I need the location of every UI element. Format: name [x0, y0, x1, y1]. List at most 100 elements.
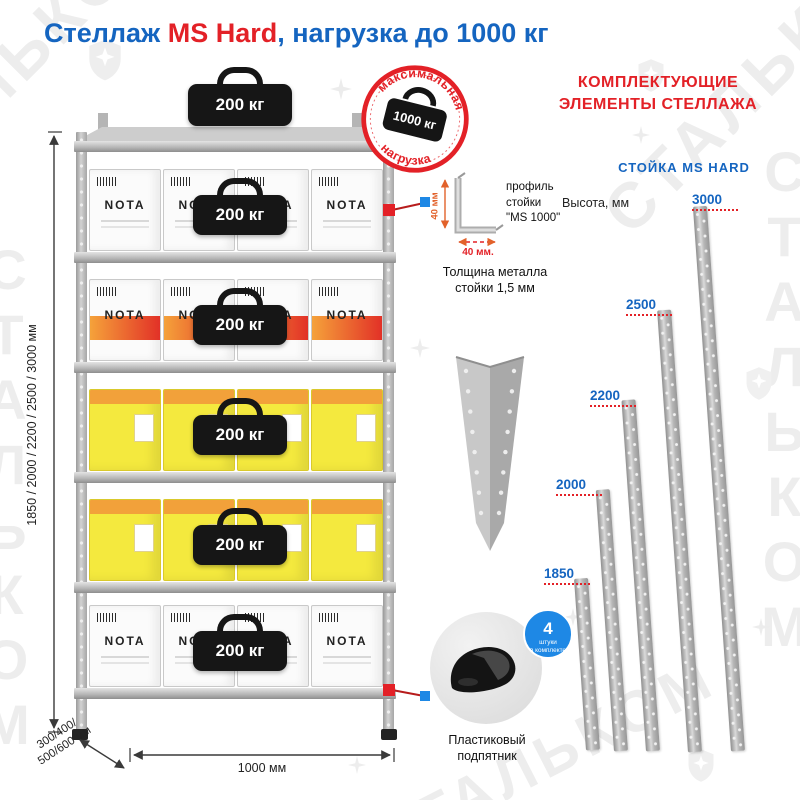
- components-header: КОМПЛЕКТУЮЩИЕ ЭЛЕМЕНТЫ СТЕЛЛАЖА: [558, 74, 758, 114]
- max-load-weight-icon: 1000 кг: [382, 87, 447, 142]
- sparkle-icon: [752, 618, 770, 636]
- post-height-label: 3000: [692, 192, 738, 211]
- thickness-note: Толщина металла стойки 1,5 мм: [442, 265, 548, 296]
- kit-count-caption-2: в комплекте: [530, 647, 566, 654]
- shelf-load-value: 200 кг: [215, 315, 265, 334]
- sparkle-icon: [564, 608, 582, 626]
- barcode-icon: [319, 177, 339, 186]
- shelf-load-badge: 200 кг: [193, 415, 287, 455]
- barcode-icon: [319, 613, 339, 622]
- title-brand: MS Hard: [167, 18, 278, 48]
- paper-box: NOTA: [89, 169, 161, 251]
- sparkle-icon: [410, 338, 430, 358]
- barcode-icon: [97, 613, 117, 622]
- kit-count-badge: 4 штуки в комплекте: [523, 609, 573, 659]
- paper-box: NOTA: [311, 169, 383, 251]
- connector-marker-blue: [420, 197, 430, 207]
- watermark-text: СТАЛЬКОМ: [753, 140, 800, 660]
- post-profile-drawing: [440, 172, 504, 247]
- shield-icon: [89, 39, 121, 81]
- paper-pack: [311, 499, 383, 581]
- connector-marker-blue: [420, 691, 430, 701]
- shield-icon: [746, 367, 772, 400]
- box-brand: NOTA: [104, 634, 146, 648]
- barcode-icon: [171, 287, 191, 296]
- barcode-icon: [97, 287, 117, 296]
- sparkle-icon: [330, 78, 352, 100]
- page-title: Стеллаж MS Hard, нагрузка до 1000 кг: [44, 18, 549, 49]
- box-decor: [101, 220, 149, 222]
- rack-shelf: [74, 141, 396, 152]
- profile-dim-vertical: 40 мм: [429, 192, 441, 220]
- watermark-text: СТАЛЬКОМ: [0, 238, 38, 758]
- box-brand: NOTA: [326, 634, 368, 648]
- paper-pack: [311, 389, 383, 471]
- rack-shelf: [74, 472, 396, 483]
- kit-count-caption-1: штуки: [539, 639, 557, 646]
- box-brand: NOTA: [104, 198, 146, 212]
- box-row: NOTA NOTA NOTA NOTA: [89, 279, 383, 361]
- kit-count-value: 4: [543, 619, 553, 638]
- box-row: [89, 389, 383, 471]
- paper-pack: [89, 499, 161, 581]
- profile-dim-horizontal: 40 мм.: [462, 247, 494, 258]
- shelf-load-value: 200 кг: [215, 535, 265, 554]
- shield-icon: [638, 59, 664, 92]
- box-brand: NOTA: [104, 308, 146, 322]
- rack-foot-right: [381, 729, 397, 740]
- shelf-load-badge: 200 кг: [193, 525, 287, 565]
- post-height-label: 2200: [590, 388, 636, 407]
- paper-box: NOTA: [89, 279, 161, 361]
- paper-box: NOTA: [311, 605, 383, 687]
- rack-heights-dimension: 1850 / 2000 / 2200 / 2500 / 3000 мм: [25, 324, 39, 526]
- rack-back-post-left: [98, 113, 108, 131]
- rack-top-face: [76, 127, 394, 141]
- rack-back-post-right: [352, 113, 362, 131]
- barcode-icon: [171, 177, 191, 186]
- post-height-label: 1850: [544, 566, 590, 585]
- components-subheader: СТОЙКА MS HARD: [618, 160, 750, 175]
- watermark-text: СТАЛЬКОМ: [363, 644, 727, 800]
- shelf-load-value: 200 кг: [215, 641, 265, 660]
- shelf-load-value: 200 кг: [215, 205, 265, 224]
- shelf-load-badge: 200 кг: [193, 305, 287, 345]
- rack-foot-left: [72, 729, 88, 740]
- angle-post-illustration: [455, 356, 525, 551]
- barcode-icon: [319, 287, 339, 296]
- sparkle-icon: [632, 126, 650, 144]
- sparkle-icon: [348, 756, 366, 774]
- barcode-icon: [97, 177, 117, 186]
- plastic-foot-illustration: [450, 646, 516, 693]
- foot-caption: Пластиковый подпятник: [448, 733, 526, 764]
- rack-shelf: [74, 252, 396, 263]
- paper-box: NOTA: [89, 605, 161, 687]
- rack-shelf: [74, 688, 396, 699]
- box-decor: [323, 220, 371, 222]
- title-suffix: , нагрузка до 1000 кг: [277, 18, 549, 48]
- shield-icon: [688, 749, 714, 782]
- shelf-load-badge: 200 кг: [193, 631, 287, 671]
- max-load-stamp: максимальная нагрузка 1000 кг: [361, 56, 474, 173]
- height-units-label: Высота, мм: [562, 196, 630, 210]
- shelf-load-value: 200 кг: [215, 425, 265, 444]
- shelf-load-badge: 200 кг: [188, 84, 292, 126]
- box-brand: NOTA: [326, 198, 368, 212]
- paper-pack: [89, 389, 161, 471]
- profile-caption: профиль стойки "MS 1000": [506, 181, 561, 225]
- title-prefix: Стеллаж: [44, 18, 168, 48]
- paper-box: NOTA: [311, 279, 383, 361]
- box-decor: [101, 656, 149, 658]
- box-decor: [323, 656, 371, 658]
- barcode-icon: [171, 613, 191, 622]
- rack-post-left: [76, 132, 87, 732]
- shelf-load-badge: 200 кг: [193, 195, 287, 235]
- post-height-label: 2500: [626, 297, 672, 316]
- rack-post-right: [383, 132, 394, 732]
- rack-width-dimension: 1000 мм: [237, 761, 287, 775]
- shelf-load-value: 200 кг: [215, 95, 265, 114]
- box-row: NOTA NOTA NOTA NOTA: [89, 169, 383, 251]
- rack-shelf: [74, 362, 396, 373]
- box-brand: NOTA: [326, 308, 368, 322]
- rack-shelf: [74, 582, 396, 593]
